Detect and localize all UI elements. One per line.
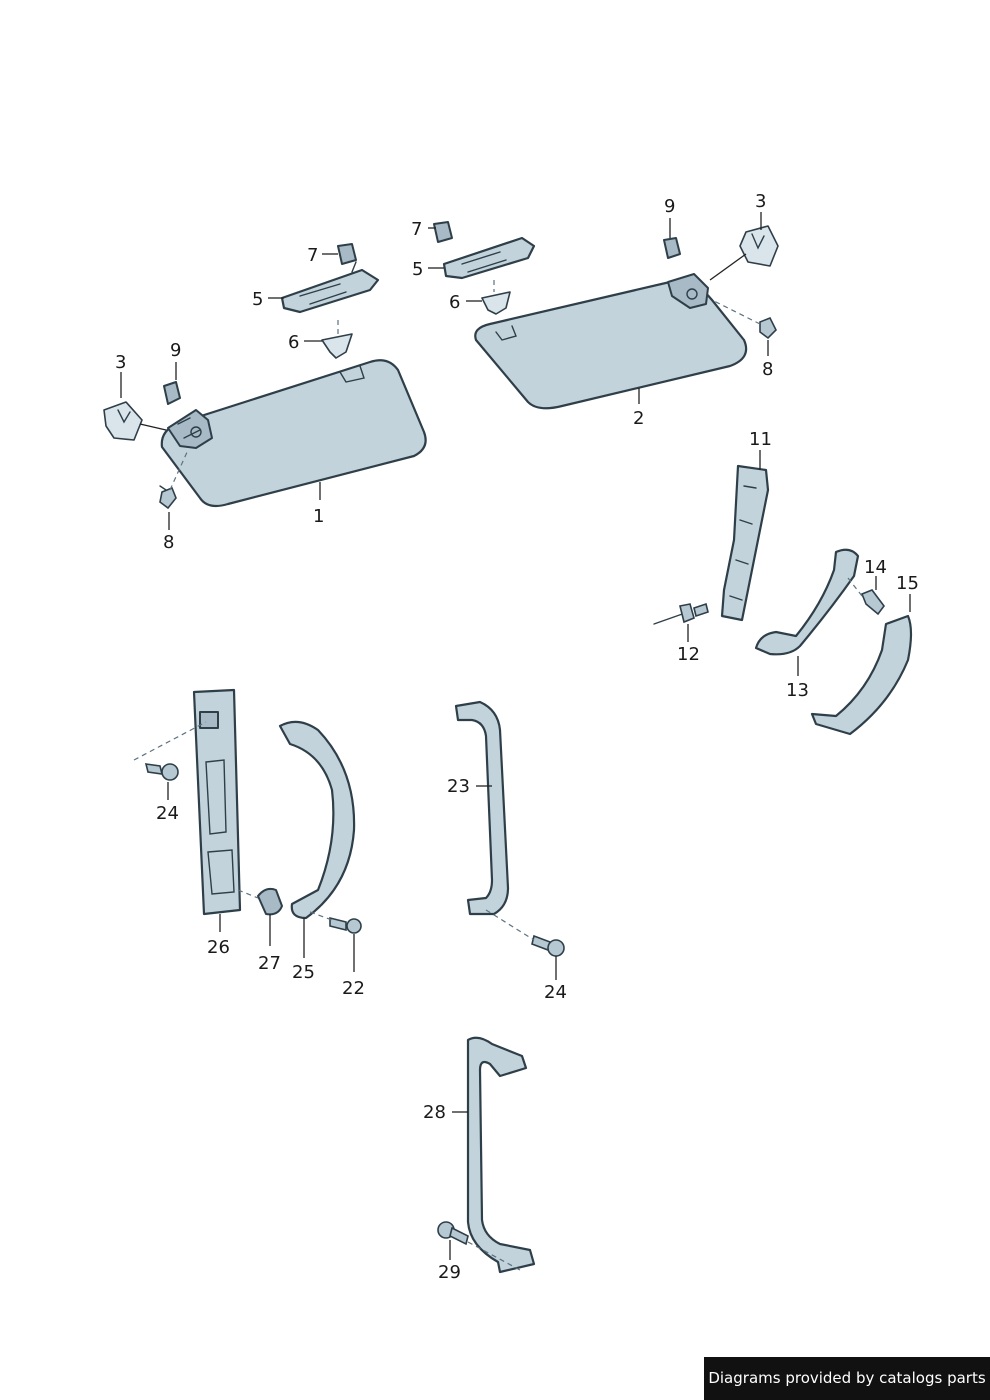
screw-22	[329, 916, 362, 934]
sun-visor-left-group: 1 3 9 8 5 7 6	[103, 243, 427, 553]
callout-5-left: 5	[252, 289, 263, 310]
callout-5-right: 5	[412, 259, 423, 280]
clip-7-right	[433, 221, 453, 243]
screw-14	[860, 589, 885, 616]
screw-24-left	[144, 763, 179, 781]
mount-5-left	[280, 268, 380, 314]
clip-7-left	[337, 243, 357, 265]
callout-6-right: 6	[449, 292, 460, 313]
callout-3-left: 3	[115, 352, 126, 373]
handle-23-group: 23 24	[447, 700, 567, 1003]
callout-1: 1	[313, 506, 324, 527]
sun-visor-right-group: 2 3 9 8 5 7 6	[411, 191, 779, 429]
callout-25: 25	[292, 962, 315, 983]
callout-13: 13	[786, 680, 809, 701]
callout-11: 11	[749, 429, 772, 450]
screw-8-left	[159, 485, 177, 510]
callout-24-center: 24	[544, 982, 567, 1003]
callout-14: 14	[864, 557, 887, 578]
callout-27: 27	[258, 953, 281, 974]
visor-hinge-left	[167, 409, 213, 449]
pillar-trim-group: 11 12 13 14 15	[653, 429, 919, 736]
handle-28-group: 28 29	[423, 1036, 536, 1283]
callout-29: 29	[438, 1262, 461, 1283]
callout-12: 12	[677, 644, 700, 665]
callout-9-right: 9	[664, 196, 675, 217]
callout-23: 23	[447, 776, 470, 797]
trim-cover-15	[810, 614, 913, 736]
callout-26: 26	[207, 937, 230, 958]
pillar-left-group: 26 24 27 25 22	[133, 688, 365, 999]
callout-7-left: 7	[307, 245, 318, 266]
grab-bar-28	[466, 1036, 536, 1274]
plug-6-right	[481, 291, 511, 315]
grab-handle-25	[278, 720, 356, 920]
callout-9-left: 9	[170, 340, 181, 361]
screw-8-right	[759, 316, 777, 340]
callout-2: 2	[633, 408, 644, 429]
callout-3-right: 3	[755, 191, 766, 212]
callout-8-left: 8	[163, 532, 174, 553]
sun-visor-right	[474, 280, 748, 410]
rivet-12	[653, 602, 709, 625]
grommet-27	[257, 887, 283, 916]
grab-handle-13	[754, 548, 860, 656]
callout-7-right: 7	[411, 219, 422, 240]
bracket-11	[720, 464, 770, 622]
callout-24-left: 24	[156, 803, 179, 824]
grab-bar-23	[454, 700, 510, 916]
screw-24-center	[531, 934, 565, 957]
callout-6-left: 6	[288, 332, 299, 353]
plug-6-left	[321, 333, 353, 359]
trim-panel-26	[192, 688, 242, 916]
callout-22: 22	[342, 978, 365, 999]
callout-15: 15	[896, 573, 919, 594]
credit-banner: Diagrams provided by catalogs parts	[704, 1357, 990, 1400]
screw-29	[437, 1221, 469, 1246]
mount-5-right	[442, 236, 536, 280]
cap-9-left	[163, 381, 181, 405]
callout-8-right: 8	[762, 359, 773, 380]
callout-28: 28	[423, 1102, 446, 1123]
cap-9-right	[663, 237, 681, 259]
